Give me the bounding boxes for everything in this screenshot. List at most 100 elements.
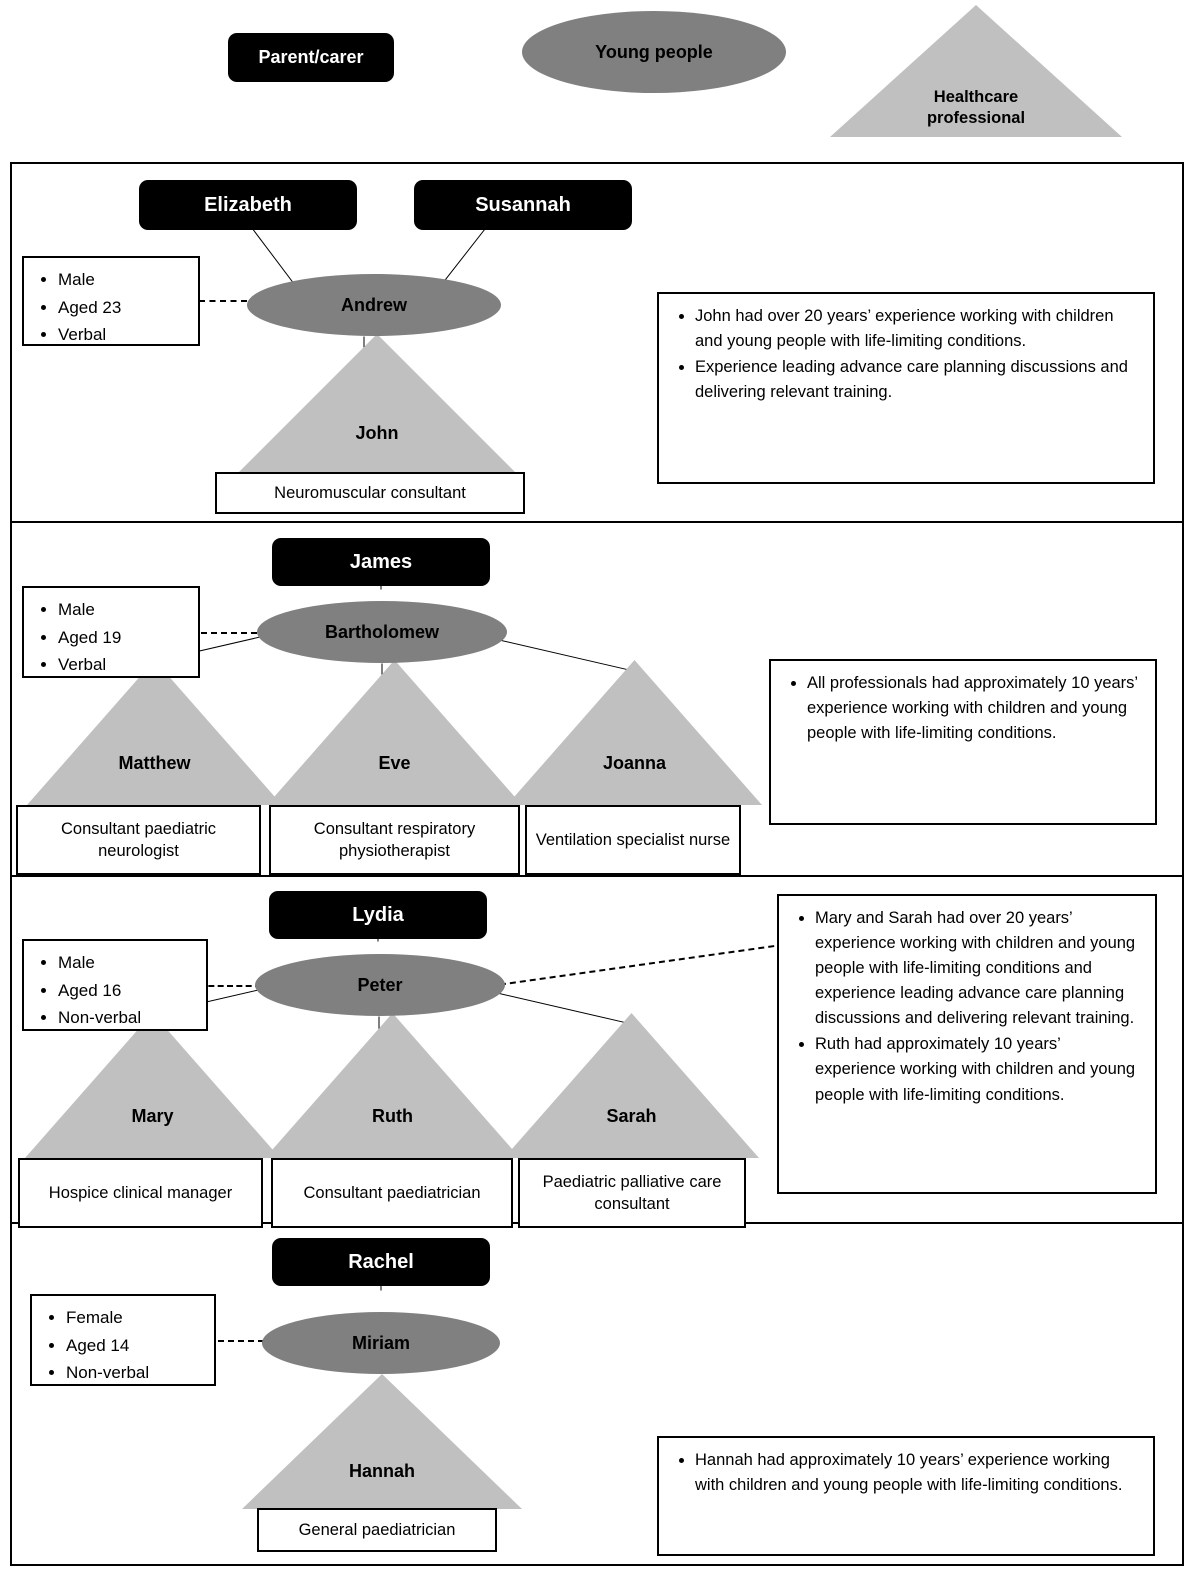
parent-box-james[interactable]: James (272, 538, 490, 586)
attribute-item: Verbal (58, 321, 192, 349)
role-label: Neuromuscular consultant (274, 483, 466, 502)
professional-shape-mary[interactable]: Mary (25, 1013, 280, 1158)
legend-healthcare-professional-shape: Healthcare professional (830, 5, 1122, 137)
role-label: Consultant respiratory physiotherapist (313, 819, 476, 860)
role-label: Consultant paediatric neurologist (60, 819, 216, 860)
legend-hcp-label-line2: professional (926, 108, 1026, 127)
legend: Parent/carer Young people Healthcare pro… (0, 0, 1200, 150)
connector-attributes-bartholomew (201, 632, 257, 634)
legend-young-people-shape: Young people (522, 11, 786, 93)
experience-box-peter: Mary and Sarah had over 20 years’ experi… (777, 894, 1157, 1194)
attributes-box-peter: Male Aged 16 Non-verbal (22, 939, 208, 1031)
professional-shape-john[interactable]: John (237, 334, 517, 474)
attribute-item: Aged 19 (58, 624, 192, 652)
professional-name-label: Mary (131, 1106, 174, 1126)
attribute-item: Aged 23 (58, 294, 192, 322)
case-panel-peter: Lydia Mary Ruth Sarah Peter (12, 877, 1182, 1228)
triangle-icon (242, 1374, 522, 1509)
case-panel-andrew: Elizabeth Susannah John Andrew Male Aged… (12, 164, 1182, 523)
professional-name-label: Ruth (372, 1106, 413, 1126)
attributes-box-andrew: Male Aged 23 Verbal (22, 256, 200, 346)
professional-name-label: Sarah (606, 1106, 657, 1126)
parent-name-label: Lydia (352, 904, 404, 926)
experience-item: Experience leading advance care planning… (695, 355, 1141, 405)
parent-box-susannah[interactable]: Susannah (414, 180, 632, 230)
case-diagram-frame: Elizabeth Susannah John Andrew Male Aged… (10, 162, 1184, 1566)
triangle-icon (507, 660, 762, 805)
connector-attributes-peter (199, 985, 261, 987)
role-box-ruth: Consultant paediatrician (271, 1158, 513, 1228)
attribute-item: Aged 14 (66, 1332, 208, 1360)
parent-name-label: Susannah (475, 194, 571, 216)
professional-shape-ruth[interactable]: Ruth (265, 1013, 520, 1158)
connector-peter-experience (489, 943, 785, 987)
triangle-icon (265, 1013, 520, 1158)
young-person-name-label: Andrew (340, 294, 407, 315)
legend-hcp-label-line1: Healthcare (933, 88, 1019, 106)
legend-parent-carer-shape: Parent/carer (228, 33, 394, 82)
professional-name-label: Matthew (118, 753, 191, 773)
role-box-eve: Consultant respiratory physiotherapist (269, 805, 520, 875)
role-box-hannah: General paediatrician (257, 1508, 497, 1552)
connector-attributes-miriam (208, 1340, 264, 1342)
young-person-shape-peter[interactable]: Peter (255, 954, 505, 1016)
attribute-item: Non-verbal (58, 1004, 200, 1032)
experience-item: John had over 20 years’ experience worki… (695, 304, 1141, 354)
parent-box-elizabeth[interactable]: Elizabeth (139, 180, 357, 230)
experience-item: Mary and Sarah had over 20 years’ experi… (815, 906, 1143, 1031)
attributes-box-miriam: Female Aged 14 Non-verbal (30, 1294, 216, 1386)
professional-shape-matthew[interactable]: Matthew (27, 660, 282, 805)
role-label: Paediatric palliative care consultant (542, 1172, 722, 1213)
attribute-item: Female (66, 1304, 208, 1332)
professional-name-label: Joanna (602, 753, 667, 773)
triangle-icon (504, 1013, 759, 1158)
case-panel-bartholomew: James Matthew Eve Joanna Bartholomew (12, 523, 1182, 877)
role-box-matthew: Consultant paediatric neurologist (16, 805, 261, 875)
experience-box-bartholomew: All professionals had approximately 10 y… (769, 659, 1157, 825)
professional-name-label: Eve (378, 753, 411, 773)
experience-item: Ruth had approximately 10 years’ experie… (815, 1032, 1143, 1107)
experience-item: Hannah had approximately 10 years’ exper… (695, 1448, 1141, 1498)
professional-name-label: Hannah (348, 1461, 415, 1481)
connector-attributes-andrew (199, 300, 247, 302)
parent-name-label: James (349, 551, 413, 573)
role-label: Hospice clinical manager (48, 1183, 233, 1202)
attribute-item: Male (58, 266, 192, 294)
young-person-name-label: Miriam (351, 1332, 411, 1353)
role-label: Consultant paediatrician (303, 1183, 481, 1202)
role-box-john: Neuromuscular consultant (215, 472, 525, 514)
role-box-sarah: Paediatric palliative care consultant (518, 1158, 746, 1228)
attribute-item: Aged 16 (58, 977, 200, 1005)
legend-parent-carer-label: Parent/carer (258, 46, 364, 67)
attributes-box-bartholomew: Male Aged 19 Verbal (22, 586, 200, 678)
experience-box-andrew: John had over 20 years’ experience worki… (657, 292, 1155, 484)
parent-name-label: Rachel (348, 1251, 414, 1273)
attribute-item: Male (58, 949, 200, 977)
parent-box-lydia[interactable]: Lydia (269, 891, 487, 939)
triangle-icon (267, 660, 522, 805)
case-panel-miriam: Rachel Hannah Miriam Female Aged 14 Non-… (12, 1224, 1182, 1564)
young-person-shape-andrew[interactable]: Andrew (247, 274, 501, 336)
role-label: Ventilation specialist nurse (535, 830, 731, 849)
role-box-mary: Hospice clinical manager (18, 1158, 263, 1228)
attribute-item: Male (58, 596, 192, 624)
role-label: General paediatrician (298, 1520, 456, 1539)
young-person-name-label: Peter (357, 974, 403, 995)
young-person-shape-miriam[interactable]: Miriam (262, 1312, 500, 1374)
professional-shape-hannah[interactable]: Hannah (242, 1374, 522, 1509)
parent-name-label: Elizabeth (204, 194, 292, 216)
professional-shape-eve[interactable]: Eve (267, 660, 522, 805)
experience-box-miriam: Hannah had approximately 10 years’ exper… (657, 1436, 1155, 1556)
parent-box-rachel[interactable]: Rachel (272, 1238, 490, 1286)
young-person-shape-bartholomew[interactable]: Bartholomew (257, 601, 507, 663)
attribute-item: Verbal (58, 651, 192, 679)
legend-young-people-label: Young people (595, 41, 713, 62)
role-box-joanna: Ventilation specialist nurse (525, 805, 741, 875)
attribute-item: Non-verbal (66, 1359, 208, 1387)
professional-name-label: John (355, 423, 399, 443)
triangle-icon (27, 660, 282, 805)
triangle-icon (237, 334, 517, 474)
professional-shape-joanna[interactable]: Joanna (507, 660, 762, 805)
professional-shape-sarah[interactable]: Sarah (504, 1013, 759, 1158)
young-person-name-label: Bartholomew (324, 621, 439, 642)
